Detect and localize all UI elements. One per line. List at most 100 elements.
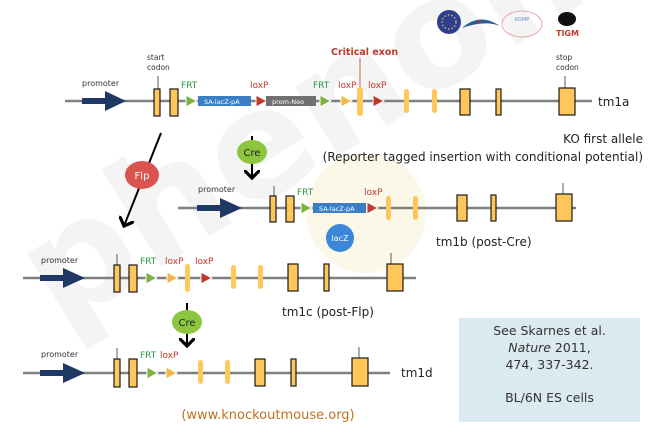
loxp-site-icon <box>366 201 380 215</box>
exon <box>169 88 179 117</box>
loxp-label: loxP <box>250 81 269 91</box>
exon <box>113 264 121 293</box>
frt-label: FRT <box>313 81 330 91</box>
promoter-arrow-icon <box>197 198 242 218</box>
exon <box>490 194 497 222</box>
allele-tm1b: promoter FRT SA-lacZ-pA loxP lacZ tm1b (… <box>178 183 576 252</box>
promoter-arrow-icon <box>40 363 85 383</box>
loxp-site-icon <box>340 94 354 108</box>
cassette-sa-lacz-pa <box>198 96 251 106</box>
loxp-site-icon <box>200 271 214 285</box>
loxp-label: loxP <box>165 257 184 267</box>
exon <box>258 265 263 289</box>
exon <box>323 263 330 292</box>
website-link[interactable]: (www.knockoutmouse.org) <box>181 408 355 423</box>
exon <box>153 88 161 117</box>
exon <box>285 195 295 223</box>
eucomm-logo <box>437 10 461 34</box>
ko-first-allele-title: KO first allele <box>563 132 643 146</box>
tm1d-label: tm1d <box>401 366 433 380</box>
loxp-label: loxP <box>364 188 383 198</box>
exon <box>290 358 297 387</box>
reference-line1: See Skarnes et al. <box>493 323 606 338</box>
reference-line3: 474, 337-342. <box>505 357 594 372</box>
exon <box>495 88 502 116</box>
exon <box>128 264 138 293</box>
exon <box>269 195 277 223</box>
frt-site-icon <box>319 94 333 108</box>
critical-exon <box>357 87 363 116</box>
loxp-site-icon <box>165 366 179 380</box>
exon <box>225 360 230 384</box>
exon <box>128 358 138 388</box>
cassette-sa-lacz-pa-label: SA-lacZ-pA <box>204 98 240 106</box>
tm1a-label: tm1a <box>598 95 629 109</box>
exon <box>287 263 299 292</box>
exon <box>456 194 468 222</box>
reference-line2: Nature 2011, <box>459 339 640 356</box>
loxp-label: loxP <box>338 81 357 91</box>
exon <box>254 358 266 387</box>
loxp-label: loxP <box>195 257 214 267</box>
logos: KOMP TIGM <box>437 10 579 38</box>
frt-site-icon <box>185 94 199 108</box>
allele-tm1c: promoter FRT loxP loxP tm1c (post-Flp) <box>23 253 416 319</box>
loxp-label: loxP <box>368 81 387 91</box>
frt-site-icon <box>300 201 314 215</box>
cre-enzyme: Cre <box>172 310 202 334</box>
tm1d-promoter-label: promoter <box>41 350 79 359</box>
exon <box>404 89 409 113</box>
norcomm-logo <box>462 19 500 28</box>
ko-first-allele-description: (Reporter tagged insertion with conditio… <box>323 150 643 164</box>
cassette-sa-lacz-pa-label: SA-lacZ-pA <box>319 205 355 213</box>
exon <box>386 196 391 220</box>
exon <box>558 87 576 116</box>
cassette-prom-neo-label: prom-Neo <box>272 98 304 106</box>
tigm-logo: TIGM <box>556 12 579 38</box>
tm1c-promoter-label: promoter <box>41 256 79 265</box>
reference-journal: Nature <box>508 340 551 355</box>
exon <box>459 88 471 116</box>
exon <box>113 358 121 388</box>
loxp-site-icon <box>372 94 386 108</box>
svg-text:KOMP: KOMP <box>515 17 529 23</box>
loxp-site-icon <box>255 94 269 108</box>
lacz-label: lacZ <box>331 234 349 243</box>
frt-site-icon <box>145 271 159 285</box>
frt-label: FRT <box>140 351 157 361</box>
cassette-prom-neo <box>266 96 316 106</box>
allele-tm1d: promoter FRT loxP tm1d <box>23 347 433 388</box>
komp-logo: KOMP <box>501 10 543 38</box>
exon <box>351 357 369 387</box>
exon <box>386 263 404 292</box>
flp-label: Flp <box>135 171 150 182</box>
promoter-arrow-icon <box>40 268 85 288</box>
exon <box>413 196 418 220</box>
tm1b-label: tm1b (post-Cre) <box>436 235 532 249</box>
frt-label: FRT <box>181 81 198 91</box>
cre-label: Cre <box>243 148 260 159</box>
exon <box>555 193 573 222</box>
reference-box: See Skarnes et al. Nature 2011, 474, 337… <box>459 318 640 422</box>
loxp-label: loxP <box>160 351 179 361</box>
critical-exon <box>185 264 190 292</box>
critical-exon-label: Critical exon <box>331 47 398 58</box>
svg-text:TIGM: TIGM <box>556 29 579 38</box>
exon <box>231 265 236 289</box>
promoter-arrow-icon <box>82 91 126 111</box>
frt-label: FRT <box>297 188 314 198</box>
flp-enzyme: Flp <box>125 161 159 189</box>
reference-line4: BL/6N ES cells <box>505 390 594 405</box>
loxp-site-icon <box>166 271 180 285</box>
cre-label: Cre <box>178 318 195 329</box>
lacz-reporter: lacZ <box>326 224 354 252</box>
frt-site-icon <box>146 366 160 380</box>
frt-label: FRT <box>140 257 157 267</box>
exon <box>432 89 437 113</box>
cre-enzyme: Cre <box>237 140 267 164</box>
exon <box>198 360 203 384</box>
